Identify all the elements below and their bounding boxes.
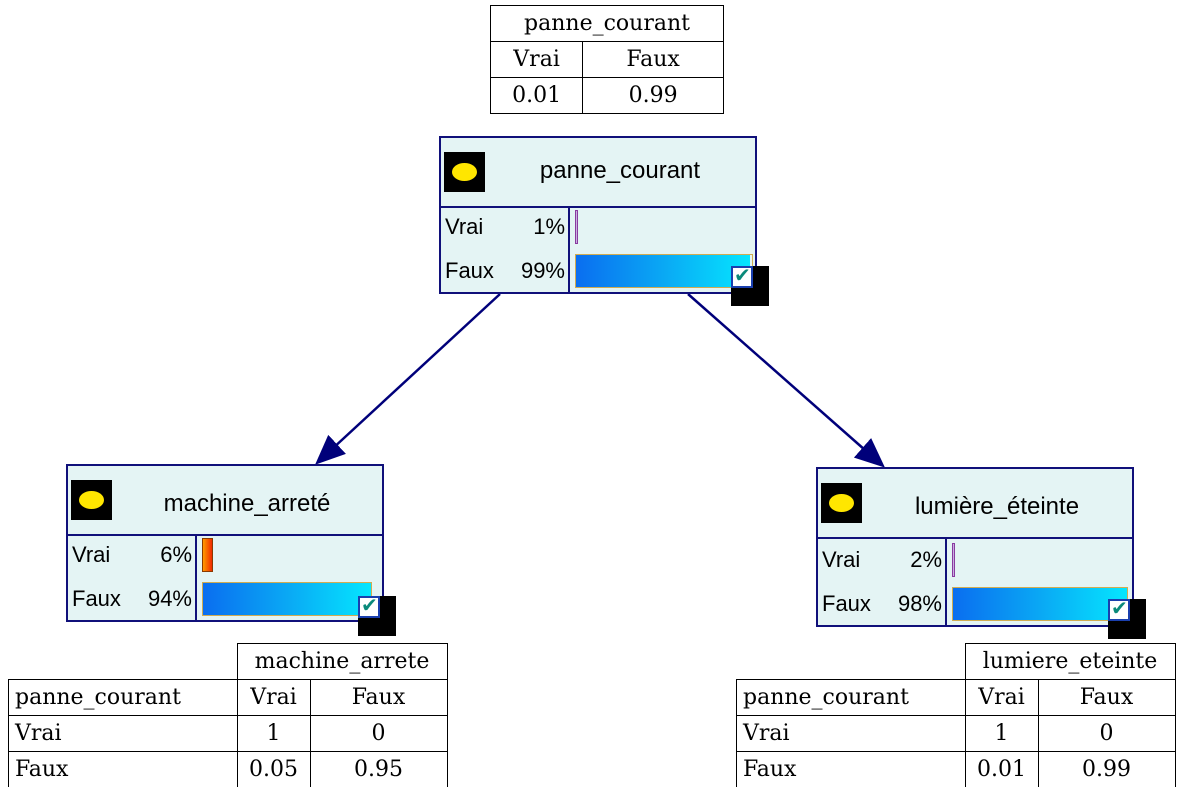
cpt-row-label: Faux <box>736 751 966 787</box>
state-percent: 1% <box>533 214 565 239</box>
node-header: machine_arreté <box>68 466 382 536</box>
state-bar-vrai <box>575 210 578 244</box>
node-header: panne_courant <box>441 138 755 208</box>
state-bar-faux <box>575 254 753 288</box>
cpt-child-header: lumiere_eteinte <box>964 643 1176 680</box>
cpt-value: 1 <box>964 715 1039 752</box>
state-bar-fill <box>953 588 1127 620</box>
node-divider <box>945 537 947 625</box>
edge-panne-to-machine <box>315 293 501 465</box>
cpt-row-label: Faux <box>8 751 238 787</box>
edge-panne-to-lumiere <box>687 293 886 468</box>
cpt-value: 1 <box>236 715 311 752</box>
state-label: Vrai <box>72 542 111 567</box>
state-bar-faux <box>952 587 1128 621</box>
state-label: Faux <box>445 258 494 283</box>
ellipse-icon <box>444 152 485 192</box>
root-cpt-table: panne_courant Vrai Faux 0.01 0.99 <box>489 5 724 114</box>
state-label: Faux <box>822 591 871 616</box>
node-machine-arrete[interactable]: machine_arreté Vrai 6% Faux 94% <box>66 464 384 622</box>
state-bar-vrai <box>952 543 955 577</box>
cpt-state: Faux <box>1037 679 1176 716</box>
node-divider <box>568 206 570 292</box>
cpt-state: Vrai <box>964 679 1039 716</box>
node-title: panne_courant <box>539 157 701 184</box>
state-bar-faux <box>202 582 372 616</box>
lumiere-cpt-table: lumiere_eteinte panne_courant Vrai Faux … <box>736 643 1176 787</box>
cpt-value: 0.95 <box>309 751 448 787</box>
node-header: lumière_éteinte <box>818 469 1132 539</box>
state-bar-fill <box>576 255 751 287</box>
cpt-value: 0.99 <box>1037 751 1176 787</box>
checkbox-icon[interactable]: ✔ <box>1108 596 1146 639</box>
node-title: machine_arreté <box>163 490 331 517</box>
state-bar-fill <box>203 583 371 615</box>
cpt-row-label: Vrai <box>736 715 966 752</box>
cpt-parent-header: panne_courant <box>736 679 966 716</box>
node-divider <box>195 534 197 620</box>
cpt-state: Faux <box>309 679 448 716</box>
cpt-child-header: machine_arrete <box>236 643 448 680</box>
cpt-value: 0.01 <box>964 751 1039 787</box>
ellipse-icon <box>71 480 112 520</box>
state-label: Vrai <box>445 214 484 239</box>
state-label: Faux <box>72 586 121 611</box>
state-percent: 94% <box>147 586 192 611</box>
checkbox-icon[interactable]: ✔ <box>731 263 769 306</box>
cpt-row-label: Vrai <box>8 715 238 752</box>
root-cpt-header: panne_courant <box>490 5 724 42</box>
node-title: lumière_éteinte <box>914 493 1080 520</box>
cpt-parent-header: panne_courant <box>8 679 238 716</box>
checkbox-icon[interactable]: ✔ <box>358 593 396 636</box>
cpt-state: Vrai <box>236 679 311 716</box>
cpt-value: 0 <box>309 715 448 752</box>
state-percent: 6% <box>160 542 192 567</box>
state-percent: 98% <box>897 591 942 616</box>
state-percent: 2% <box>910 547 942 572</box>
machine-cpt-table: machine_arrete panne_courant Vrai Faux V… <box>8 643 448 787</box>
state-label: Vrai <box>822 547 861 572</box>
state-bar-vrai <box>202 538 213 572</box>
state-percent: 99% <box>520 258 565 283</box>
cpt-value: 0.05 <box>236 751 311 787</box>
ellipse-icon <box>821 483 862 523</box>
node-panne-courant[interactable]: panne_courant Vrai 1% Faux 99% <box>439 136 757 294</box>
root-cpt-value: 0.99 <box>582 77 724 114</box>
root-cpt-state: Vrai <box>489 41 584 78</box>
node-lumiere-eteinte[interactable]: lumière_éteinte Vrai 2% Faux 98% <box>816 467 1134 627</box>
root-cpt-state: Faux <box>582 41 724 78</box>
root-cpt-value: 0.01 <box>489 77 584 114</box>
cpt-value: 0 <box>1037 715 1176 752</box>
